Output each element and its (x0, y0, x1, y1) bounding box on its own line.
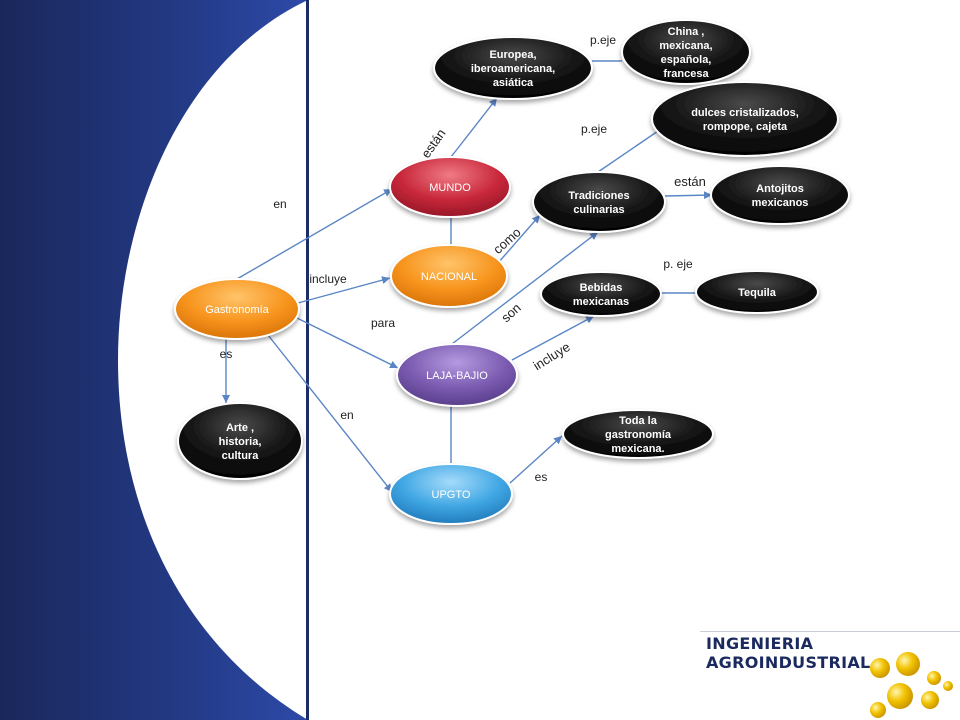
link-label-tradiciones-dulces: p.eje (581, 122, 607, 136)
node-label: Europea,iberoamericana,asiática (471, 49, 555, 89)
link-label-gastronomia-laja_bajio: para (371, 316, 395, 330)
link-label-europea-china: p.eje (590, 33, 616, 47)
node-china: China ,mexicana,española,francesa (621, 19, 751, 85)
node-shape (389, 156, 511, 218)
node-upgto: UPGTO (389, 463, 513, 525)
link-label-gastronomia-arte: es (220, 347, 233, 361)
link-gastronomia-laja_bajio (296, 317, 399, 369)
link-upgto-toda (509, 435, 563, 484)
brand-title: INGENIERIA AGROINDUSTRIAL (706, 634, 871, 672)
link-label-gastronomia-upgto: en (340, 408, 353, 422)
link-mundo-europea (450, 97, 498, 158)
node-laja-bajio: LAJA-BAJIO (396, 343, 518, 407)
node-label: UPGTO (432, 489, 471, 501)
node-arte: Arte ,historia,cultura (177, 402, 303, 480)
node-label: NACIONAL (421, 271, 477, 283)
link-nacional-tradiciones (497, 214, 541, 264)
node-nacional: NACIONAL (390, 244, 508, 308)
node-shape (532, 171, 666, 233)
background-decoration (0, 0, 309, 720)
link-label-laja_bajio-bebidas: incluye (530, 339, 572, 373)
node-shape (177, 402, 303, 480)
link-label-gastronomia-mundo: en (273, 197, 286, 211)
nodes-layer: Gastronomía MUNDO NACIONAL LAJA-BAJIO UPGTO A… (174, 19, 850, 525)
node-shape (174, 278, 300, 340)
node-shape (562, 409, 714, 459)
node-shape (621, 19, 751, 85)
link-gastronomia-upgto (267, 334, 393, 493)
node-dulces: dulces cristalizados,rompope, cajeta (651, 81, 839, 157)
node-shape (540, 271, 662, 317)
node-shape (389, 463, 513, 525)
node-shape (651, 81, 839, 157)
link-label-laja_bajio-tradiciones: son (498, 300, 524, 325)
node-label: Arte ,historia,cultura (219, 422, 262, 462)
link-gastronomia-nacional (297, 276, 391, 304)
brand-divider (700, 631, 960, 632)
node-mundo: MUNDO (389, 156, 511, 218)
link-tradiciones-antojitos (664, 191, 713, 200)
node-label: MUNDO (429, 182, 471, 194)
links-layer: enincluyeparaenesestánp.ejecomop.ejeestá… (220, 33, 713, 493)
link-label-tradiciones-antojitos: están (674, 174, 706, 189)
node-label: Gastronomía (205, 304, 269, 316)
node-europea: Europea,iberoamericana,asiática (433, 36, 593, 100)
node-shape (433, 36, 593, 100)
node-gastronomia: Gastronomía (174, 278, 300, 340)
node-label: Tequila (738, 287, 777, 299)
node-label: LAJA-BAJIO (426, 370, 488, 382)
link-label-mundo-europea: están (418, 126, 449, 161)
link-label-gastronomia-nacional: incluye (309, 272, 347, 286)
link-label-upgto-toda: es (535, 470, 548, 484)
node-label: China ,mexicana,española,francesa (659, 26, 712, 80)
link-laja_bajio-bebidas (511, 315, 595, 361)
node-label: dulces cristalizados,rompope, cajeta (691, 107, 799, 133)
node-shape (710, 165, 850, 225)
node-tequila: Tequila (695, 270, 819, 314)
node-shape (695, 270, 819, 314)
link-laja_bajio-tradiciones (451, 231, 599, 345)
node-shape (396, 343, 518, 407)
link-label-bebidas-tequila: p. eje (663, 257, 693, 271)
logo-bubbles (870, 652, 953, 718)
link-gastronomia-mundo (236, 188, 393, 280)
node-shape (390, 244, 508, 308)
link-tradiciones-dulces (597, 128, 662, 173)
